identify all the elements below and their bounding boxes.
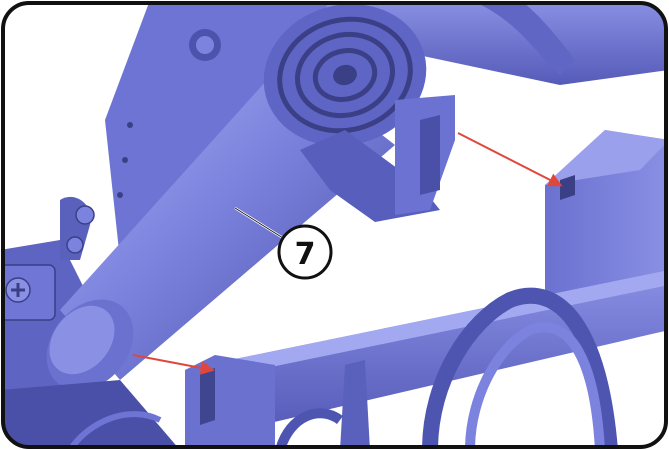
lower-receiver-slot (200, 368, 215, 425)
callout-circle-icon (277, 224, 333, 280)
rivet (122, 157, 128, 163)
coil-ring (294, 31, 396, 119)
base-machinery (3, 380, 180, 447)
base-wire (67, 411, 162, 447)
lower-cable (275, 408, 343, 447)
clamp-hook-slot (420, 115, 440, 195)
upper-hose (470, 3, 575, 75)
plate-boss-inner (196, 36, 214, 54)
direction-arrow-icon (457, 132, 563, 187)
lower-hose (422, 287, 618, 447)
rivet (127, 122, 133, 128)
left-fitting-cap (66, 236, 84, 254)
rivet (117, 192, 123, 198)
lower-hose (465, 322, 605, 447)
left-fitting-cap (75, 205, 95, 225)
coil-ring (277, 16, 413, 134)
callout-label-7: 7 (295, 237, 316, 272)
lower-post (340, 360, 370, 447)
coil-center (333, 64, 357, 86)
coil-ring (312, 48, 378, 102)
callout-leader-line-edge (234, 207, 284, 239)
receiver-box-top (545, 130, 666, 185)
lower-receiver-bracket (185, 355, 275, 447)
cylinder-bottom-face (49, 305, 115, 375)
direction-arrow-icon (132, 354, 215, 375)
plus-knob-mark (11, 283, 25, 297)
receiver-slot (560, 175, 575, 200)
